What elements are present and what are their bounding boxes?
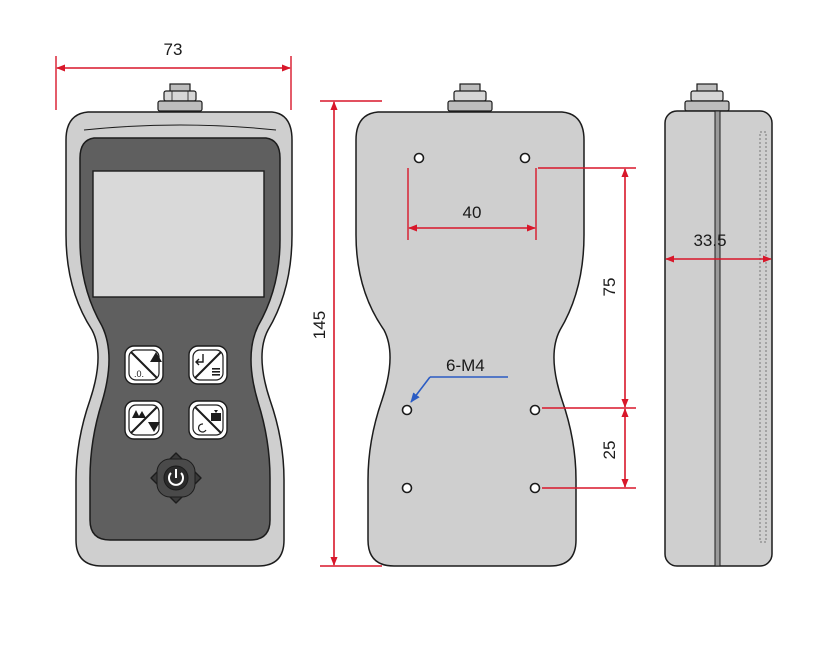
dimension-hole-spacing-v-lower: 25 xyxy=(542,408,636,489)
reset-icon xyxy=(197,423,207,433)
dimension-front-width: 73 xyxy=(55,40,292,110)
peak-icon xyxy=(132,410,146,418)
side-view xyxy=(664,83,773,567)
divider-icon xyxy=(194,406,222,434)
zero-icon: .0. xyxy=(134,369,144,379)
display-screen xyxy=(92,170,265,298)
divider-icon xyxy=(130,351,158,379)
power-icon xyxy=(168,469,184,486)
front-view: .0. xyxy=(65,83,293,567)
power-button[interactable] xyxy=(150,452,202,504)
divider-icon xyxy=(194,351,222,379)
hole-callout: 6-M4 xyxy=(410,356,508,403)
save-icon xyxy=(211,410,221,421)
hole-spacing-v-lower-label: 25 xyxy=(600,441,619,460)
side-seam xyxy=(714,110,721,567)
hole-spacing-h-label: 40 xyxy=(463,203,482,222)
peak-down-button[interactable] xyxy=(124,400,164,440)
divider-icon xyxy=(130,406,158,434)
down-arrow-icon xyxy=(148,422,160,432)
depth-label: 33.5 xyxy=(693,231,726,250)
front-connector xyxy=(157,83,203,112)
up-arrow-icon xyxy=(150,352,162,362)
side-connector xyxy=(684,83,730,112)
back-body xyxy=(355,111,585,567)
front-width-label: 73 xyxy=(164,40,183,59)
dimension-hole-spacing-h: 40 xyxy=(407,168,537,240)
menu-icon xyxy=(212,368,220,376)
zero-peak-up-button[interactable]: .0. xyxy=(124,345,164,385)
unit-menu-button[interactable] xyxy=(188,345,228,385)
back-connector xyxy=(447,83,493,112)
dimension-hole-spacing-v-upper: 75 xyxy=(538,167,636,409)
height-label: 145 xyxy=(310,311,329,339)
back-view xyxy=(355,83,585,567)
dimension-depth: 33.5 xyxy=(665,231,772,263)
dimension-height: 145 xyxy=(310,100,382,567)
reset-save-button[interactable] xyxy=(188,400,228,440)
hole-callout-label: 6-M4 xyxy=(446,356,485,375)
mounting-holes xyxy=(401,152,541,494)
hole-spacing-v-upper-label: 75 xyxy=(600,278,619,297)
enter-icon xyxy=(195,354,204,366)
